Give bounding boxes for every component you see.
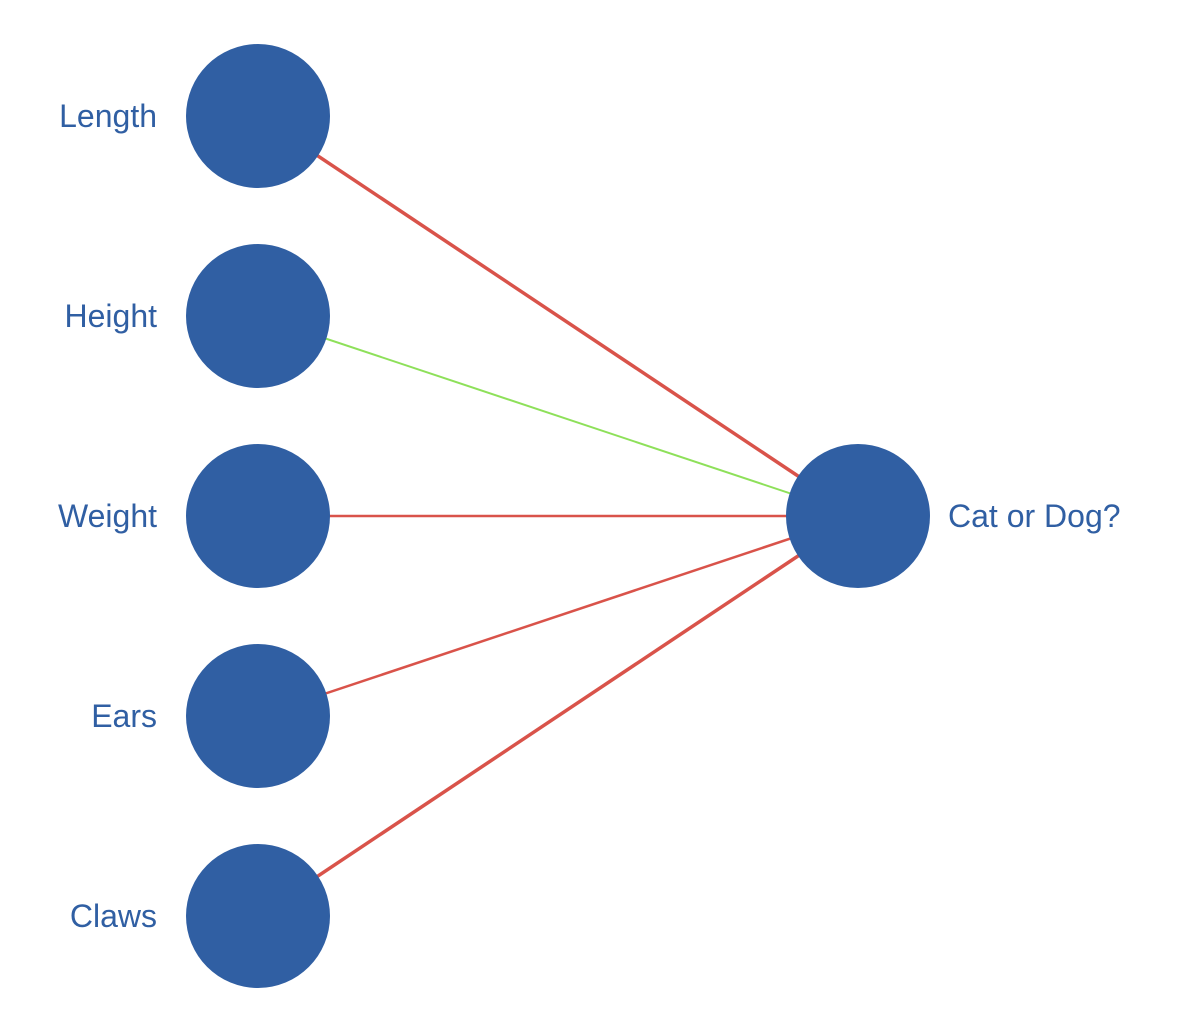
edge-height — [257, 315, 859, 517]
input-node-weight — [186, 444, 330, 588]
input-node-height — [186, 244, 330, 388]
edges — [257, 114, 859, 918]
edge-ears — [257, 514, 859, 718]
output-node — [786, 444, 930, 588]
edge-length — [257, 114, 859, 518]
input-label-height: Height — [65, 298, 158, 334]
input-label-weight: Weight — [58, 498, 157, 534]
input-label-length: Length — [59, 98, 157, 134]
input-node-ears — [186, 644, 330, 788]
input-node-claws — [186, 844, 330, 988]
input-label-ears: Ears — [91, 698, 157, 734]
edge-claws — [257, 514, 859, 918]
nodes — [186, 44, 930, 988]
input-node-length — [186, 44, 330, 188]
input-label-claws: Claws — [70, 898, 157, 934]
output-label: Cat or Dog? — [948, 498, 1121, 534]
